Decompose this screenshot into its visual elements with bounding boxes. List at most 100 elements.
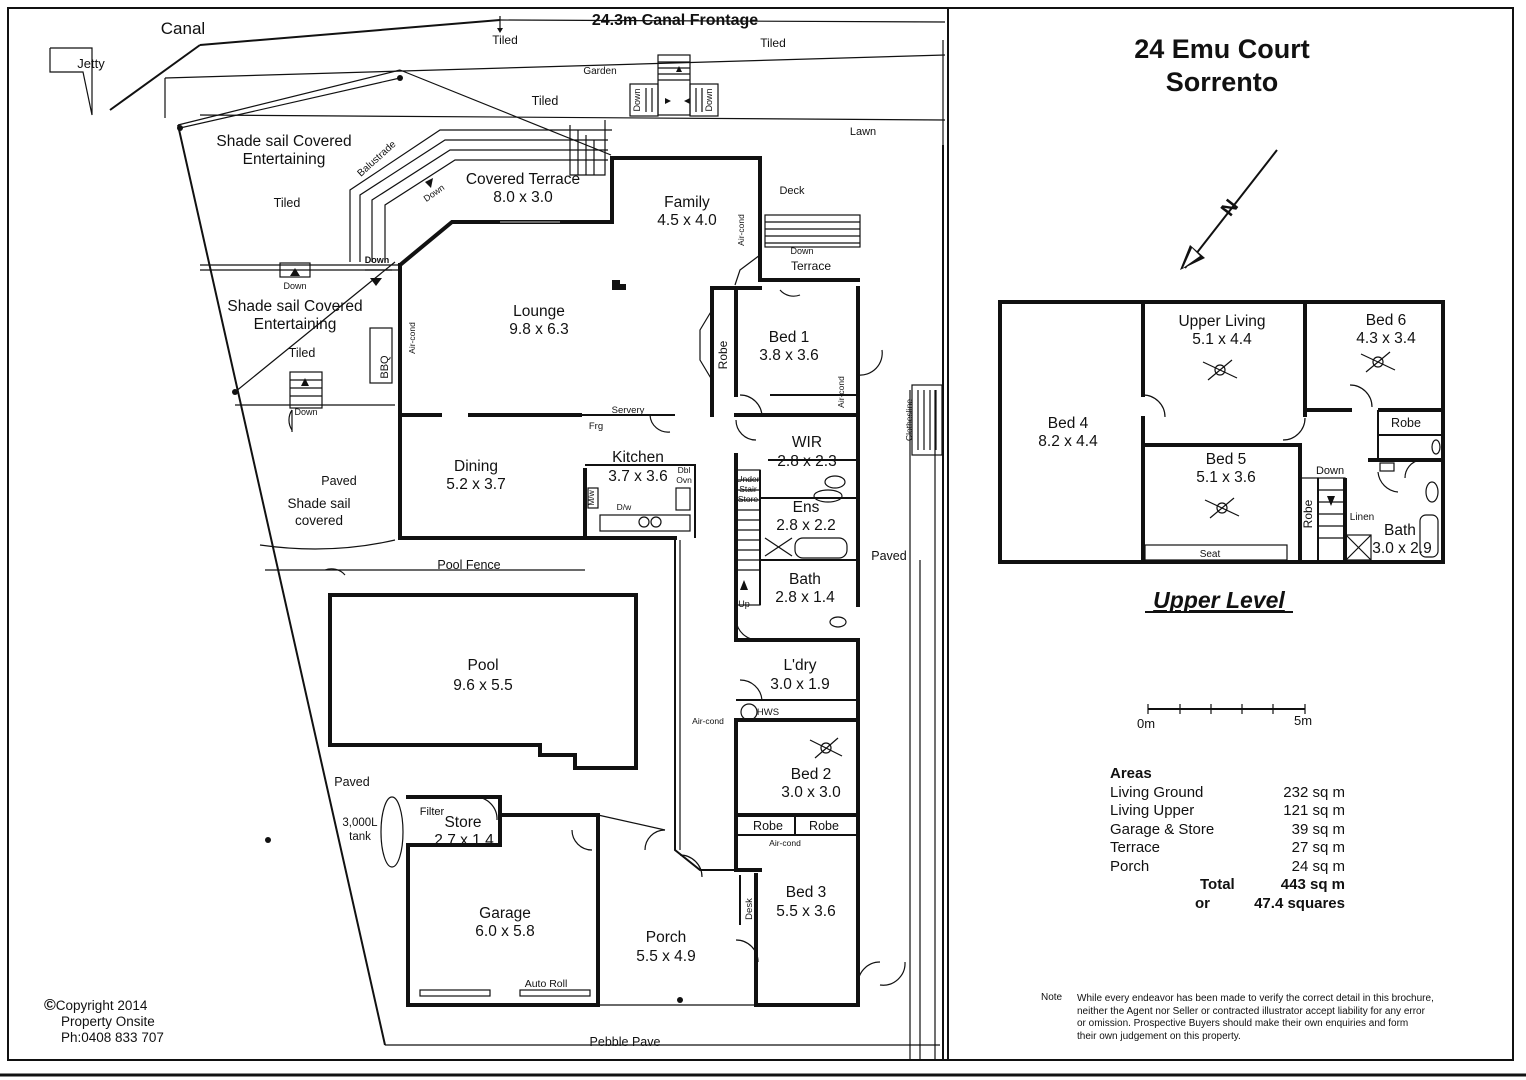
area-label: Living Upper <box>1110 802 1195 819</box>
tiled-label: Tiled <box>492 33 518 47</box>
room-size: 3.0 x 1.9 <box>770 676 829 693</box>
room-name: Bed 4 <box>1048 415 1089 432</box>
under-stair-label: Under <box>736 474 759 484</box>
desk-label: Desk <box>744 898 755 920</box>
room-size: 8.2 x 4.4 <box>1038 433 1098 450</box>
shade-sail-label: covered <box>295 513 343 528</box>
down-label: Down <box>704 88 714 111</box>
room-name: Lounge <box>513 303 565 320</box>
clothesline-label: Clothesline <box>904 399 914 441</box>
area-value: 121 sq m <box>1283 802 1345 819</box>
room-size: 3.0 x 3.0 <box>781 784 841 801</box>
room-name: Bed 1 <box>769 329 810 346</box>
or-value: 47.4 squares <box>1254 894 1345 912</box>
room-name: Bed 6 <box>1366 312 1407 329</box>
oven-label: Dbl <box>678 465 691 475</box>
room-size: 2.8 x 1.4 <box>775 589 835 606</box>
note-label: Note <box>1041 992 1063 1003</box>
shade-sail-label: Entertaining <box>243 151 326 168</box>
microwave-label: M/w <box>586 489 596 505</box>
terrace-label: Terrace <box>791 259 831 273</box>
copyright-line: Copyright 2014 <box>55 998 148 1013</box>
room-size: 5.5 x 3.6 <box>776 903 835 920</box>
area-value: 232 sq m <box>1283 783 1345 801</box>
dishwasher-label: D/w <box>617 502 633 512</box>
fridge-label: Frg <box>589 421 603 432</box>
copyright-icon: © <box>44 997 56 1014</box>
disclaimer-note: While every endeavor has been made to ve… <box>1077 993 1497 1043</box>
paved-label: Paved <box>321 474 356 488</box>
aircond-label: Air-cond <box>736 214 746 246</box>
areas-row: Living Upper 121 sq m <box>1110 802 1345 821</box>
note-line: While every endeavor has been made to ve… <box>1077 993 1434 1004</box>
down-label: Down <box>294 407 317 417</box>
room-name: L'dry <box>783 657 816 674</box>
deck-label: Deck <box>779 185 805 197</box>
page-border <box>7 7 1514 1061</box>
jetty-label: Jetty <box>77 56 105 71</box>
tiled-label: Tiled <box>760 36 786 50</box>
robe-label: Robe <box>1301 499 1315 528</box>
robe-label: Robe <box>753 819 783 833</box>
aircond-label: Air-cond <box>407 322 417 354</box>
room-size: 2.8 x 2.3 <box>777 453 836 470</box>
paved-label: Paved <box>871 549 906 563</box>
ceiling-fan-icon <box>809 737 843 759</box>
room-name: Bed 5 <box>1206 451 1247 468</box>
area-value: 24 sq m <box>1291 857 1345 875</box>
down-label: Down <box>632 88 642 111</box>
area-label: Garage & Store <box>1110 820 1215 838</box>
robe-label: Robe <box>1391 416 1421 430</box>
under-stair-label: Stair <box>739 484 757 494</box>
upper-level-caption: Upper Level <box>1153 587 1285 613</box>
room-name: Bed 2 <box>791 766 832 783</box>
room-size: 3.8 x 3.6 <box>759 347 818 364</box>
ceiling-fan-icon <box>1360 351 1396 373</box>
room-name: Covered Terrace <box>466 171 580 188</box>
room-name: Porch <box>646 929 687 946</box>
areas-row: Living Ground 232 sq m <box>1110 784 1345 803</box>
room-name: Ens <box>793 499 820 516</box>
area-value: 27 sq m <box>1291 839 1345 856</box>
water-tank <box>380 796 404 868</box>
room-name: Garage <box>479 905 531 922</box>
room-size: 5.2 x 3.7 <box>446 476 505 493</box>
balustrade-label: Balustrade <box>356 139 399 179</box>
room-size: 6.0 x 5.8 <box>475 923 534 940</box>
canal-label: Canal <box>161 19 205 38</box>
address-line2: Sorrento <box>1166 67 1279 97</box>
room-size: 5.1 x 3.6 <box>1196 469 1255 486</box>
north-arrow-icon <box>1180 149 1278 270</box>
aircond-label: Air-cond <box>692 716 724 726</box>
pool-fence-label: Pool Fence <box>437 558 500 572</box>
area-label: Living Ground <box>1110 783 1204 801</box>
aircond-label: Air-cond <box>769 838 801 848</box>
frontage-label: 24.3m Canal Frontage <box>592 12 758 29</box>
room-name: Bath <box>789 571 821 588</box>
room-size: 4.3 x 3.4 <box>1356 330 1416 347</box>
room-size: 9.6 x 5.5 <box>453 677 512 694</box>
bbq-label: BBQ <box>379 355 391 379</box>
total-label: Total <box>1200 876 1235 893</box>
canal-edge <box>109 44 201 111</box>
ceiling-fan-icon <box>1202 359 1238 381</box>
room-name: Kitchen <box>612 449 664 466</box>
shade-sail-label: Entertaining <box>254 316 337 333</box>
tank-label: 3,000L <box>342 817 378 829</box>
areas-heading: Areas <box>1110 765 1152 782</box>
up-label: Up <box>738 599 750 609</box>
hws-label: HWS <box>757 707 779 718</box>
shade-sail-label: Shade sail <box>287 496 350 511</box>
aircond-label: Air-cond <box>836 376 846 408</box>
room-name: Bath <box>1384 522 1416 539</box>
copyright-line: Property Onsite <box>61 1014 155 1029</box>
address-line1: 24 Emu Court <box>1134 34 1310 64</box>
pebble-pave-label: Pebble Pave <box>590 1035 661 1049</box>
oven-label: Ovn <box>676 475 692 485</box>
tank-label: tank <box>349 831 371 843</box>
area-value: 39 sq m <box>1291 820 1345 838</box>
scale-bar <box>1147 704 1306 714</box>
room-size: 8.0 x 3.0 <box>493 189 553 206</box>
